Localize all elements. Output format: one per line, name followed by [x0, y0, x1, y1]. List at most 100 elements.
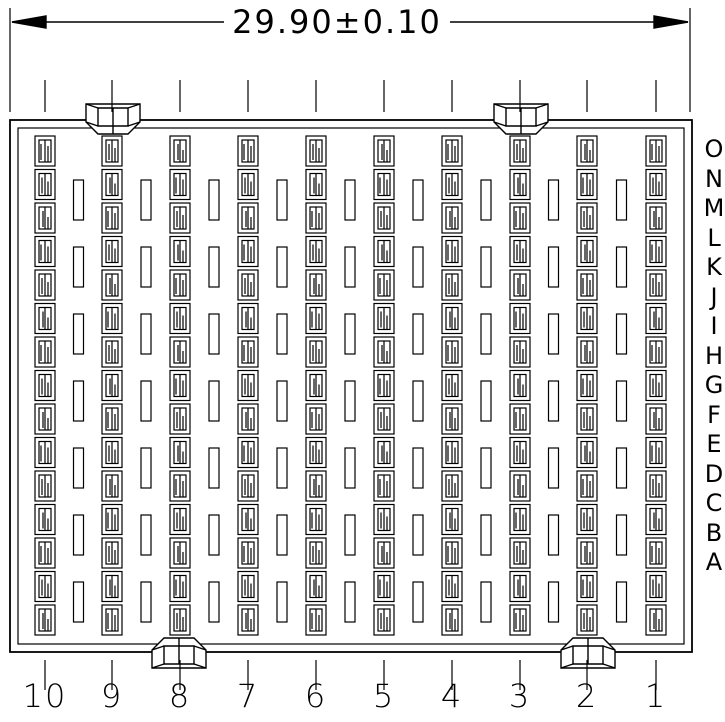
contact-pin [509, 135, 531, 167]
row-label: C [705, 489, 723, 517]
contact-pin [441, 436, 463, 469]
slot [140, 514, 152, 556]
slot [412, 581, 424, 623]
contact-pin [576, 235, 598, 268]
contact-pin [441, 537, 463, 569]
guide-post-bottom-left [151, 637, 207, 669]
contact-pin [169, 168, 191, 201]
contact-pin [509, 302, 531, 335]
contact-pin [34, 503, 56, 536]
contact-pin [509, 369, 531, 402]
contact-pin [441, 470, 463, 502]
contact-pin [645, 470, 667, 502]
contact-pin [34, 570, 56, 603]
contact-pin [441, 168, 463, 201]
contact-pin [169, 436, 191, 469]
contact-pin [645, 369, 667, 402]
slot [412, 514, 424, 556]
contact-pin [169, 336, 191, 368]
contact-pin [34, 135, 56, 167]
contact-pin [441, 604, 463, 636]
column-label: 4 [440, 677, 464, 715]
contact-pin [509, 604, 531, 636]
contact-pin [237, 168, 259, 201]
contact-pin [441, 235, 463, 268]
slot [208, 380, 220, 422]
contact-pin [373, 604, 395, 636]
contact-pin [237, 604, 259, 636]
contact-pin [373, 369, 395, 402]
contact-pin [169, 537, 191, 569]
contact-pin [305, 202, 327, 234]
contact-pin [34, 302, 56, 335]
contact-pin [305, 503, 327, 536]
contact-pin [509, 570, 531, 603]
slot [615, 514, 628, 556]
contact-pin [305, 302, 327, 335]
slot [615, 380, 628, 422]
row-label: N [705, 164, 723, 193]
contact-pin [34, 436, 56, 469]
slot [412, 447, 424, 489]
slot [72, 581, 85, 623]
slot [276, 380, 288, 422]
contact-pin [305, 369, 327, 402]
contact-pin [645, 604, 667, 636]
slot [276, 179, 288, 221]
contact-pin [305, 168, 327, 201]
slot [140, 447, 152, 489]
slot [480, 581, 492, 623]
contact-pin [237, 537, 259, 569]
contact-pin [237, 202, 259, 234]
contact-pin [169, 470, 191, 502]
slot [276, 313, 288, 355]
contact-pin [237, 369, 259, 402]
slot [480, 514, 492, 556]
slot [72, 246, 85, 288]
column-label: 1 [644, 677, 668, 715]
slot [276, 581, 288, 623]
contact-pin [441, 369, 463, 402]
slot [615, 313, 628, 355]
contact-pin [373, 302, 395, 335]
slot [480, 380, 492, 422]
slot [344, 246, 356, 288]
contact-pin [169, 135, 191, 167]
row-label: G [704, 371, 724, 399]
contact-pin [576, 302, 598, 335]
slot [412, 380, 424, 422]
contact-pin [237, 470, 259, 502]
contact-pin [101, 168, 123, 201]
contact-pin [237, 135, 259, 167]
slot [344, 380, 356, 422]
contact-pin [34, 470, 56, 502]
slot [547, 246, 560, 288]
contact-pin [373, 436, 395, 469]
contact-pin [169, 403, 191, 435]
contact-pin [34, 202, 56, 234]
column-label: 6 [304, 677, 328, 715]
contact-pin [237, 269, 259, 301]
contact-pin [576, 168, 598, 201]
contact-pin [576, 269, 598, 301]
slot [140, 313, 152, 355]
slot [72, 380, 85, 422]
contact-pin [169, 302, 191, 335]
contact-pin [237, 336, 259, 368]
contact-pin [101, 202, 123, 234]
contact-pin [576, 403, 598, 435]
contact-pin [305, 336, 327, 368]
contact-pin [645, 135, 667, 167]
slot [208, 313, 220, 355]
slot [615, 246, 628, 288]
contact-pin [101, 235, 123, 268]
contact-pin [305, 470, 327, 502]
slot [480, 246, 492, 288]
contact-pin [645, 537, 667, 569]
row-label: J [710, 282, 718, 311]
slot [480, 179, 492, 221]
slot [72, 447, 85, 489]
contact-pin [441, 135, 463, 167]
slot [412, 179, 424, 221]
contact-pin [576, 570, 598, 603]
